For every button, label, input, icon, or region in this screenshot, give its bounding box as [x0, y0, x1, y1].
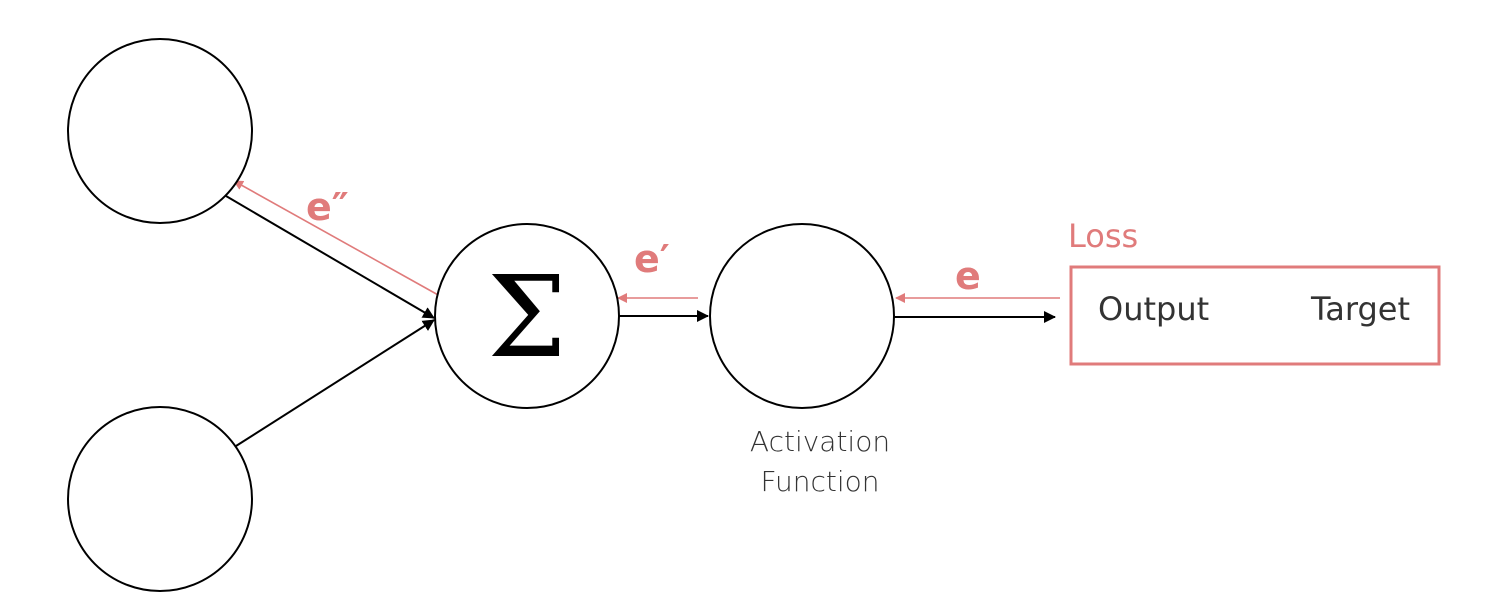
error-label-input: e″ — [306, 185, 349, 229]
error-label-sum: e′ — [634, 237, 670, 281]
activation-node — [709, 223, 895, 409]
input-node-bottom — [67, 406, 253, 592]
loss-output-label: Output — [1098, 290, 1209, 328]
forward-edge-bottom-input-to-sum — [235, 319, 435, 447]
sum-symbol: Σ — [487, 253, 566, 383]
loss-target-label: Target — [1310, 290, 1410, 328]
loss-box — [1069, 265, 1441, 366]
input-node-top — [67, 38, 253, 224]
error-label-activation: e — [955, 254, 981, 298]
backward-edge-sum-to-top-input — [233, 180, 441, 297]
sum-node — [434, 223, 620, 409]
forward-edge-top-input-to-sum — [225, 195, 435, 319]
loss-title: Loss — [1068, 217, 1138, 255]
activation-caption-line2: Function — [760, 465, 879, 498]
activation-caption-line1: Activation — [750, 425, 890, 458]
